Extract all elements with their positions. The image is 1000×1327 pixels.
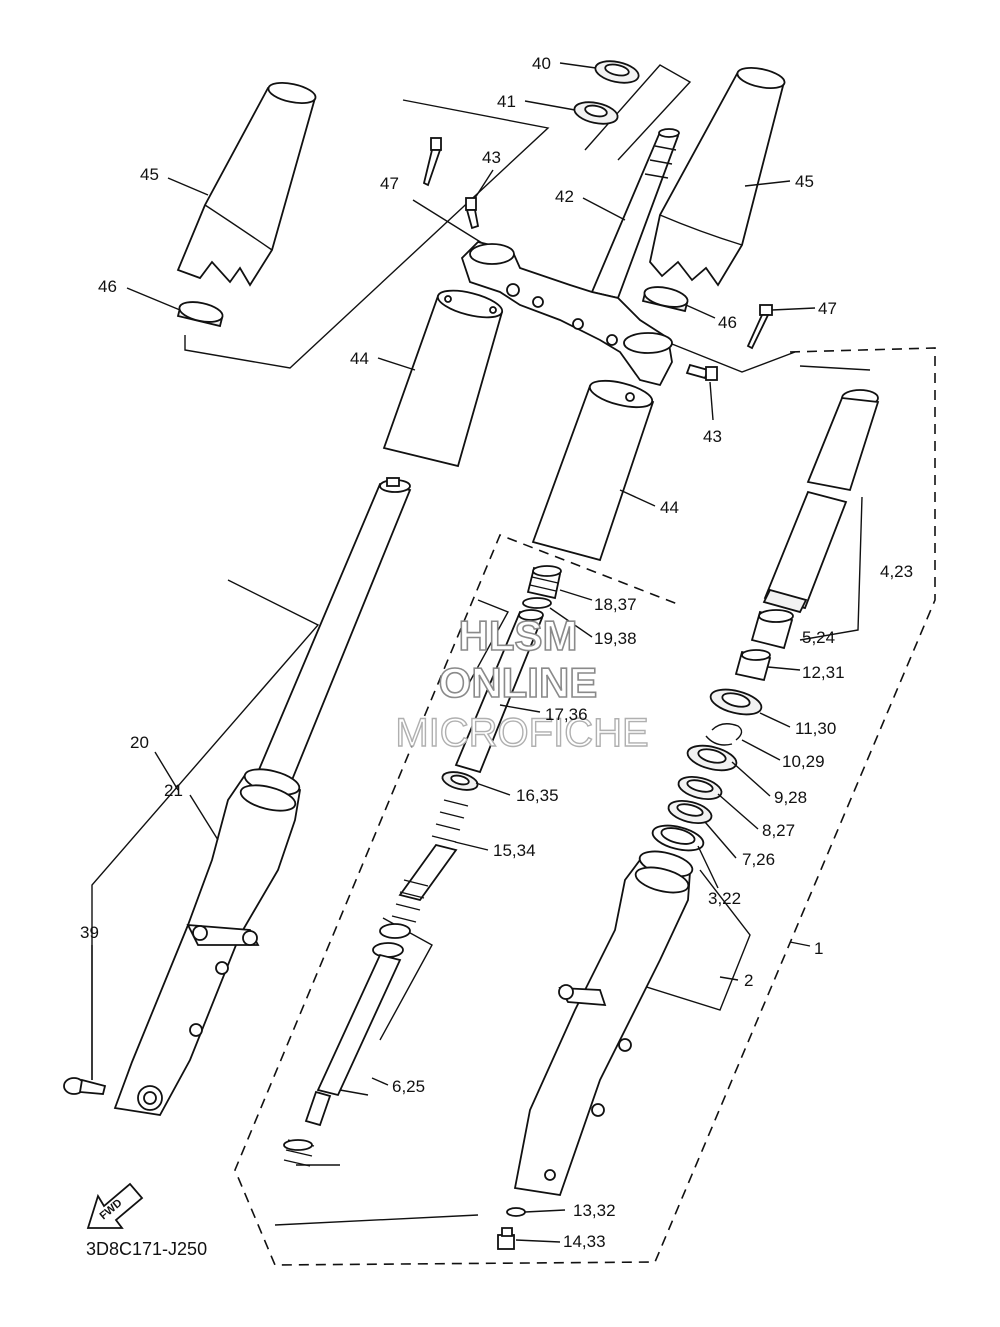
callout-labels: 40 41 43 47 42 45 45 46 46 47 44 43 44 4… bbox=[80, 54, 913, 1251]
part-40-dust-seal bbox=[594, 60, 640, 84]
part-14-bolt bbox=[497, 1227, 515, 1250]
part-41-washer bbox=[573, 101, 619, 125]
part-4-inner-tube-right bbox=[762, 389, 880, 614]
part-46-seal-right bbox=[641, 286, 689, 313]
watermark: HLSM ONLINE MICROFICHE bbox=[395, 611, 650, 756]
part-20-inner-tube-left bbox=[256, 477, 412, 782]
part-2-outer-tube-right bbox=[513, 850, 694, 1197]
callout-6-25: 6,25 bbox=[392, 1077, 425, 1096]
under-bracket bbox=[460, 241, 673, 387]
callout-9-28: 9,28 bbox=[774, 788, 807, 807]
callout-18-37: 18,37 bbox=[594, 595, 637, 614]
watermark-line2: ONLINE bbox=[439, 659, 598, 706]
part-6-damper-rod bbox=[304, 923, 411, 1127]
part-12-slide-bush bbox=[734, 649, 772, 682]
callout-15-34: 15,34 bbox=[493, 841, 536, 860]
callout-11-30: 11,30 bbox=[795, 719, 836, 738]
callout-21: 21 bbox=[164, 781, 183, 800]
callout-7-26: 7,26 bbox=[742, 850, 775, 869]
callout-42: 42 bbox=[555, 187, 574, 206]
part-5-slide-bush bbox=[750, 609, 794, 650]
part-47-bolt-left bbox=[422, 137, 442, 187]
part-17-spacer bbox=[454, 609, 544, 774]
callout-10-29: 10,29 bbox=[782, 752, 825, 771]
watermark-line1: HLSM bbox=[459, 612, 578, 659]
part-18-cap-bolt bbox=[526, 565, 562, 600]
fwd-arrow: FWD bbox=[86, 1182, 144, 1229]
diagram-code: 3D8C171-J250 bbox=[86, 1239, 207, 1259]
label-leaders bbox=[91, 62, 816, 1243]
callout-1: 1 bbox=[814, 939, 823, 958]
part-11-dust-seal bbox=[709, 688, 763, 716]
callout-43b: 43 bbox=[703, 427, 722, 446]
callout-47b: 47 bbox=[818, 299, 837, 318]
part-44-cover-left bbox=[382, 289, 504, 468]
watermark-line3: MICROFICHE bbox=[395, 711, 648, 755]
fork-cover-left bbox=[176, 81, 317, 287]
callout-4-23: 4,23 bbox=[880, 562, 913, 581]
callout-16-35: 16,35 bbox=[516, 786, 559, 805]
part-39-bolt bbox=[63, 1077, 107, 1095]
callout-19-38: 19,38 bbox=[594, 629, 637, 648]
part-3-seal bbox=[651, 824, 705, 852]
part-8-washer bbox=[677, 776, 723, 800]
callout-46b: 46 bbox=[718, 313, 737, 332]
part-43-bolt-left bbox=[465, 197, 480, 230]
callout-12-31: 12,31 bbox=[802, 663, 845, 682]
callout-8-27: 8,27 bbox=[762, 821, 795, 840]
part-19-o-ring bbox=[522, 597, 552, 609]
part-25-rebound-spring bbox=[283, 1139, 315, 1167]
callout-13-32: 13,32 bbox=[573, 1201, 616, 1220]
callout-5-24: 5,24 bbox=[802, 628, 835, 647]
callout-45a: 45 bbox=[140, 165, 159, 184]
part-44-cover-right bbox=[531, 379, 655, 562]
part-9-oil-seal bbox=[686, 744, 738, 772]
callout-47a: 47 bbox=[380, 174, 399, 193]
callout-45b: 45 bbox=[795, 172, 814, 191]
callout-40: 40 bbox=[532, 54, 551, 73]
callout-44a: 44 bbox=[350, 349, 369, 368]
callout-14-33: 14,33 bbox=[563, 1232, 606, 1251]
part-43-bolt-right bbox=[685, 363, 718, 381]
part-10-clip bbox=[705, 723, 743, 746]
callout-17-36: 17,36 bbox=[545, 705, 588, 724]
fork-assembly-1-boundary bbox=[234, 347, 936, 1266]
callout-3-22: 3,22 bbox=[708, 889, 741, 908]
part-15-fork-spring bbox=[391, 799, 469, 923]
callout-43a: 43 bbox=[482, 148, 501, 167]
callout-46a: 46 bbox=[98, 277, 117, 296]
part-46-seal-left bbox=[176, 301, 224, 328]
fork-cover-right bbox=[649, 66, 786, 287]
callout-44b: 44 bbox=[660, 498, 679, 517]
part-21-outer-tube-left bbox=[113, 768, 302, 1116]
callout-41: 41 bbox=[497, 92, 516, 111]
part-47-bolt-right bbox=[746, 304, 773, 350]
part-16-washer bbox=[441, 771, 479, 791]
callout-39: 39 bbox=[80, 923, 99, 942]
callout-20: 20 bbox=[130, 733, 149, 752]
part-13-gasket bbox=[506, 1207, 526, 1217]
callout-2: 2 bbox=[744, 971, 753, 990]
part-7-bush bbox=[667, 800, 713, 824]
